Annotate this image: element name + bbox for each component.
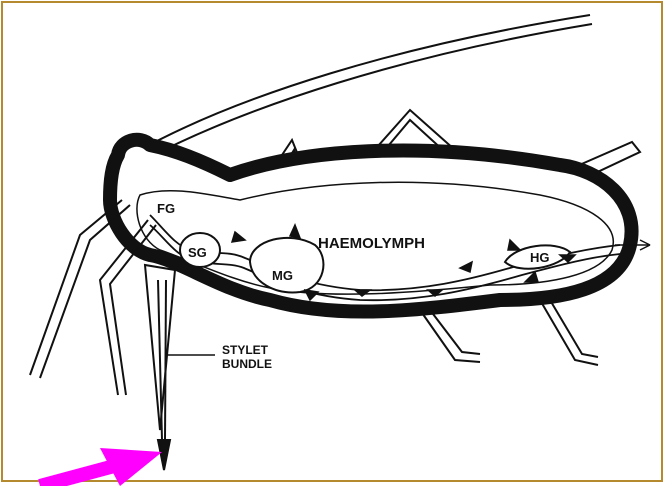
label-stylet: STYLET	[222, 343, 269, 357]
label-fg: FG	[157, 201, 175, 216]
antenna	[140, 15, 592, 158]
label-bundle: BUNDLE	[222, 357, 272, 371]
pointer-arrow	[40, 448, 162, 486]
label-haemolymph: HAEMOLYMPH	[318, 235, 425, 252]
stylet-bundle	[145, 265, 175, 470]
label-sg: SG	[188, 245, 207, 260]
label-hg: HG	[530, 250, 550, 265]
label-mg: MG	[272, 268, 293, 283]
